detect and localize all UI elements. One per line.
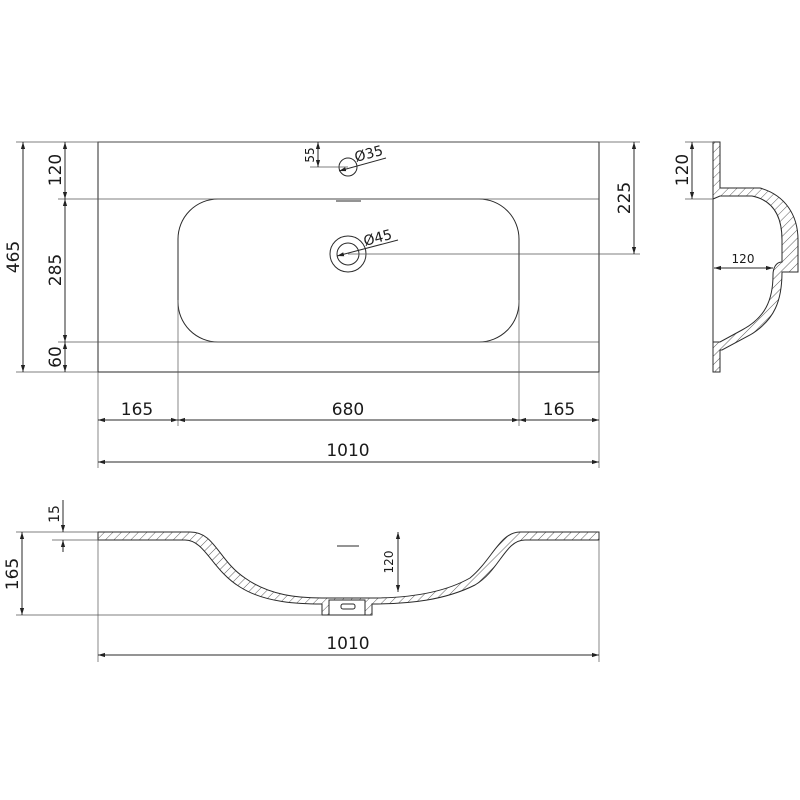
leader-45 bbox=[336, 239, 399, 257]
dim-165-left: 165 bbox=[121, 400, 153, 420]
countertop-outline bbox=[97, 141, 600, 373]
dim-465: 465 bbox=[4, 241, 24, 273]
dim-diameter-45: Ø45 bbox=[362, 227, 394, 250]
dim-225: 225 bbox=[615, 182, 635, 214]
dim-55: 55 bbox=[303, 147, 317, 162]
dim-15: 15 bbox=[47, 505, 63, 523]
dim-165-height: 165 bbox=[3, 558, 23, 590]
front-section: 165 15 120 1010 bbox=[3, 500, 600, 662]
dim-285: 285 bbox=[46, 254, 66, 286]
dim-1010-top: 1010 bbox=[326, 441, 369, 461]
extension-lines bbox=[16, 141, 640, 468]
side-view: 120 120 bbox=[673, 141, 799, 373]
dim-section-120: 120 bbox=[382, 551, 396, 574]
dim-120-back: 120 bbox=[46, 154, 66, 186]
basin-outline bbox=[177, 198, 520, 343]
leader-35 bbox=[338, 157, 387, 172]
top-view: 465 120 285 60 55 Ø35 Ø45 225 165 680 16… bbox=[4, 141, 640, 468]
dim-diameter-35: Ø35 bbox=[353, 143, 385, 166]
dim-1010-section: 1010 bbox=[326, 634, 369, 654]
side-bowl-inner bbox=[712, 195, 783, 343]
drain-slot bbox=[340, 603, 356, 610]
dim-60: 60 bbox=[46, 346, 66, 368]
section-profile bbox=[97, 531, 600, 616]
dim-side-bowl-120: 120 bbox=[732, 252, 755, 266]
dim-165-right: 165 bbox=[543, 400, 575, 420]
dim-680: 680 bbox=[332, 400, 364, 420]
dim-side-back-120: 120 bbox=[673, 154, 693, 186]
